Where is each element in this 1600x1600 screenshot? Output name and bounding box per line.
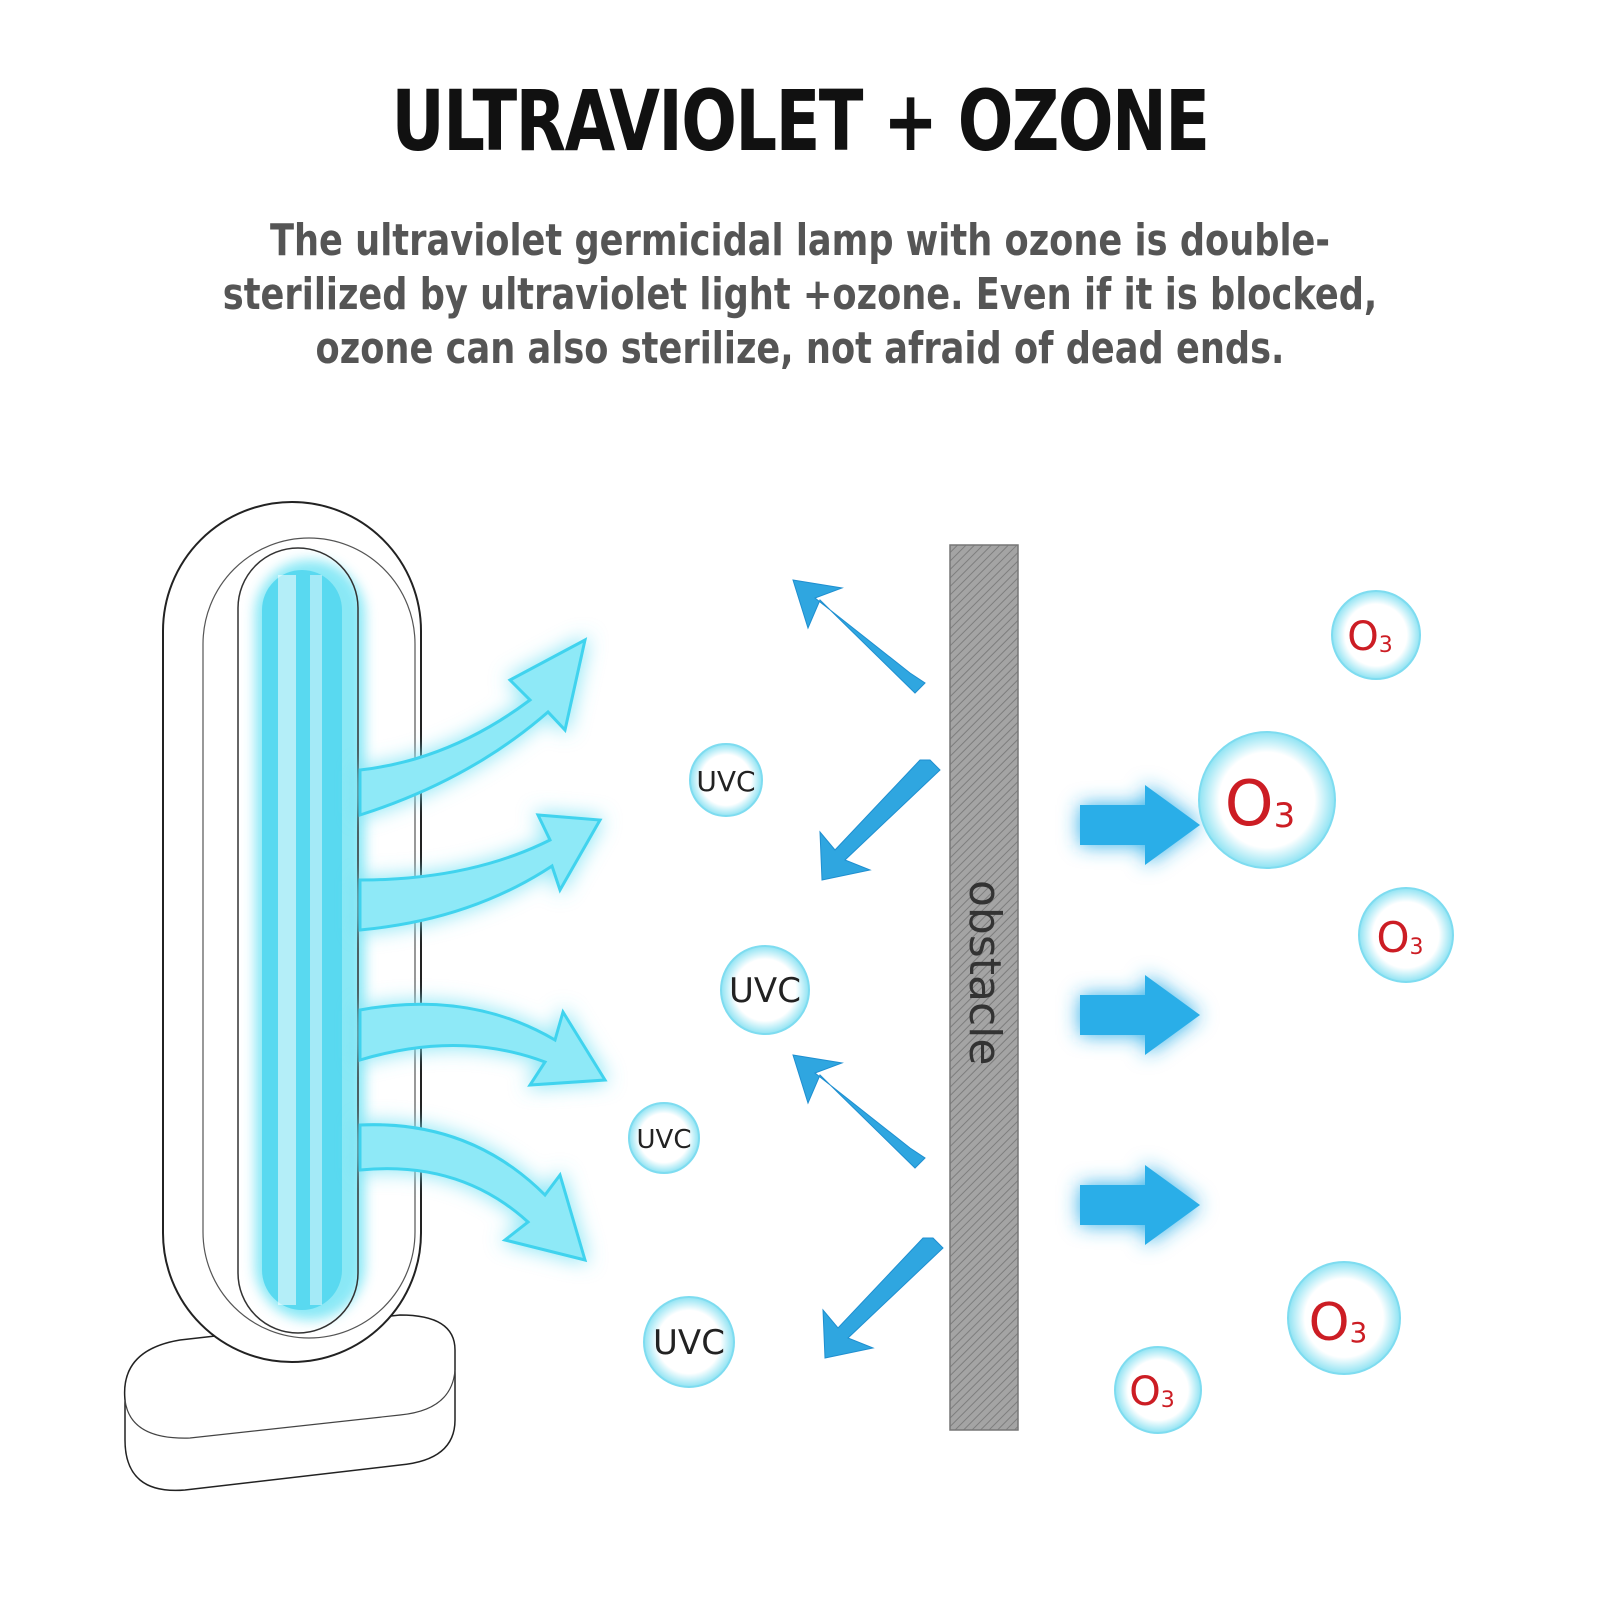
svg-text:O3: O3 <box>1347 614 1392 660</box>
uv-ray-arrows <box>358 637 608 1263</box>
page-subtitle: The ultraviolet germicidal lamp with ozo… <box>222 215 1378 374</box>
ozone-arrow-2 <box>1080 975 1200 1055</box>
svg-text:O3: O3 <box>1376 913 1423 962</box>
svg-text:O3: O3 <box>1309 1293 1368 1353</box>
arrow-down-left-2 <box>822 1237 944 1359</box>
ozone-bubble: O3 <box>1358 887 1454 983</box>
obstacle-wall: obstacle <box>949 544 1019 1431</box>
ozone-arrows <box>1080 785 1200 1245</box>
arrow-down-left-1 <box>819 759 941 881</box>
ozone-bubble: O3 <box>1198 731 1336 869</box>
svg-text:UVC: UVC <box>653 1323 725 1363</box>
arrow-up-left-1 <box>792 579 926 694</box>
uvc-bubble: UVC <box>643 1296 735 1388</box>
uv-lamp-illustration <box>123 501 456 1492</box>
ozone-bubble: O3 <box>1287 1261 1401 1375</box>
uvc-bubble: UVC <box>720 945 810 1035</box>
uvc-bubble: UVC <box>689 743 763 817</box>
ozone-bubble: O3 <box>1331 590 1421 680</box>
ozone-bubble: O3 <box>1114 1346 1202 1434</box>
reflected-arrows <box>792 579 944 1359</box>
svg-text:UVC: UVC <box>729 971 801 1011</box>
uvc-bubble: UVC <box>628 1102 700 1174</box>
ozone-arrow-1 <box>1080 785 1200 865</box>
ozone-arrow-3 <box>1080 1165 1200 1245</box>
svg-text:UVC: UVC <box>637 1125 692 1155</box>
obstacle-label: obstacle <box>959 880 1010 1065</box>
svg-text:O3: O3 <box>1225 767 1295 840</box>
ozone-bubbles: O3 O3 O3 O3 O3 <box>1114 590 1454 1434</box>
uvc-bubbles: UVC UVC UVC UVC <box>628 743 810 1388</box>
svg-text:UVC: UVC <box>696 765 755 798</box>
page-title: ULTRAVIOLET + OZONE <box>391 72 1210 170</box>
arrow-up-left-2 <box>792 1054 926 1169</box>
svg-text:O3: O3 <box>1129 1369 1174 1415</box>
